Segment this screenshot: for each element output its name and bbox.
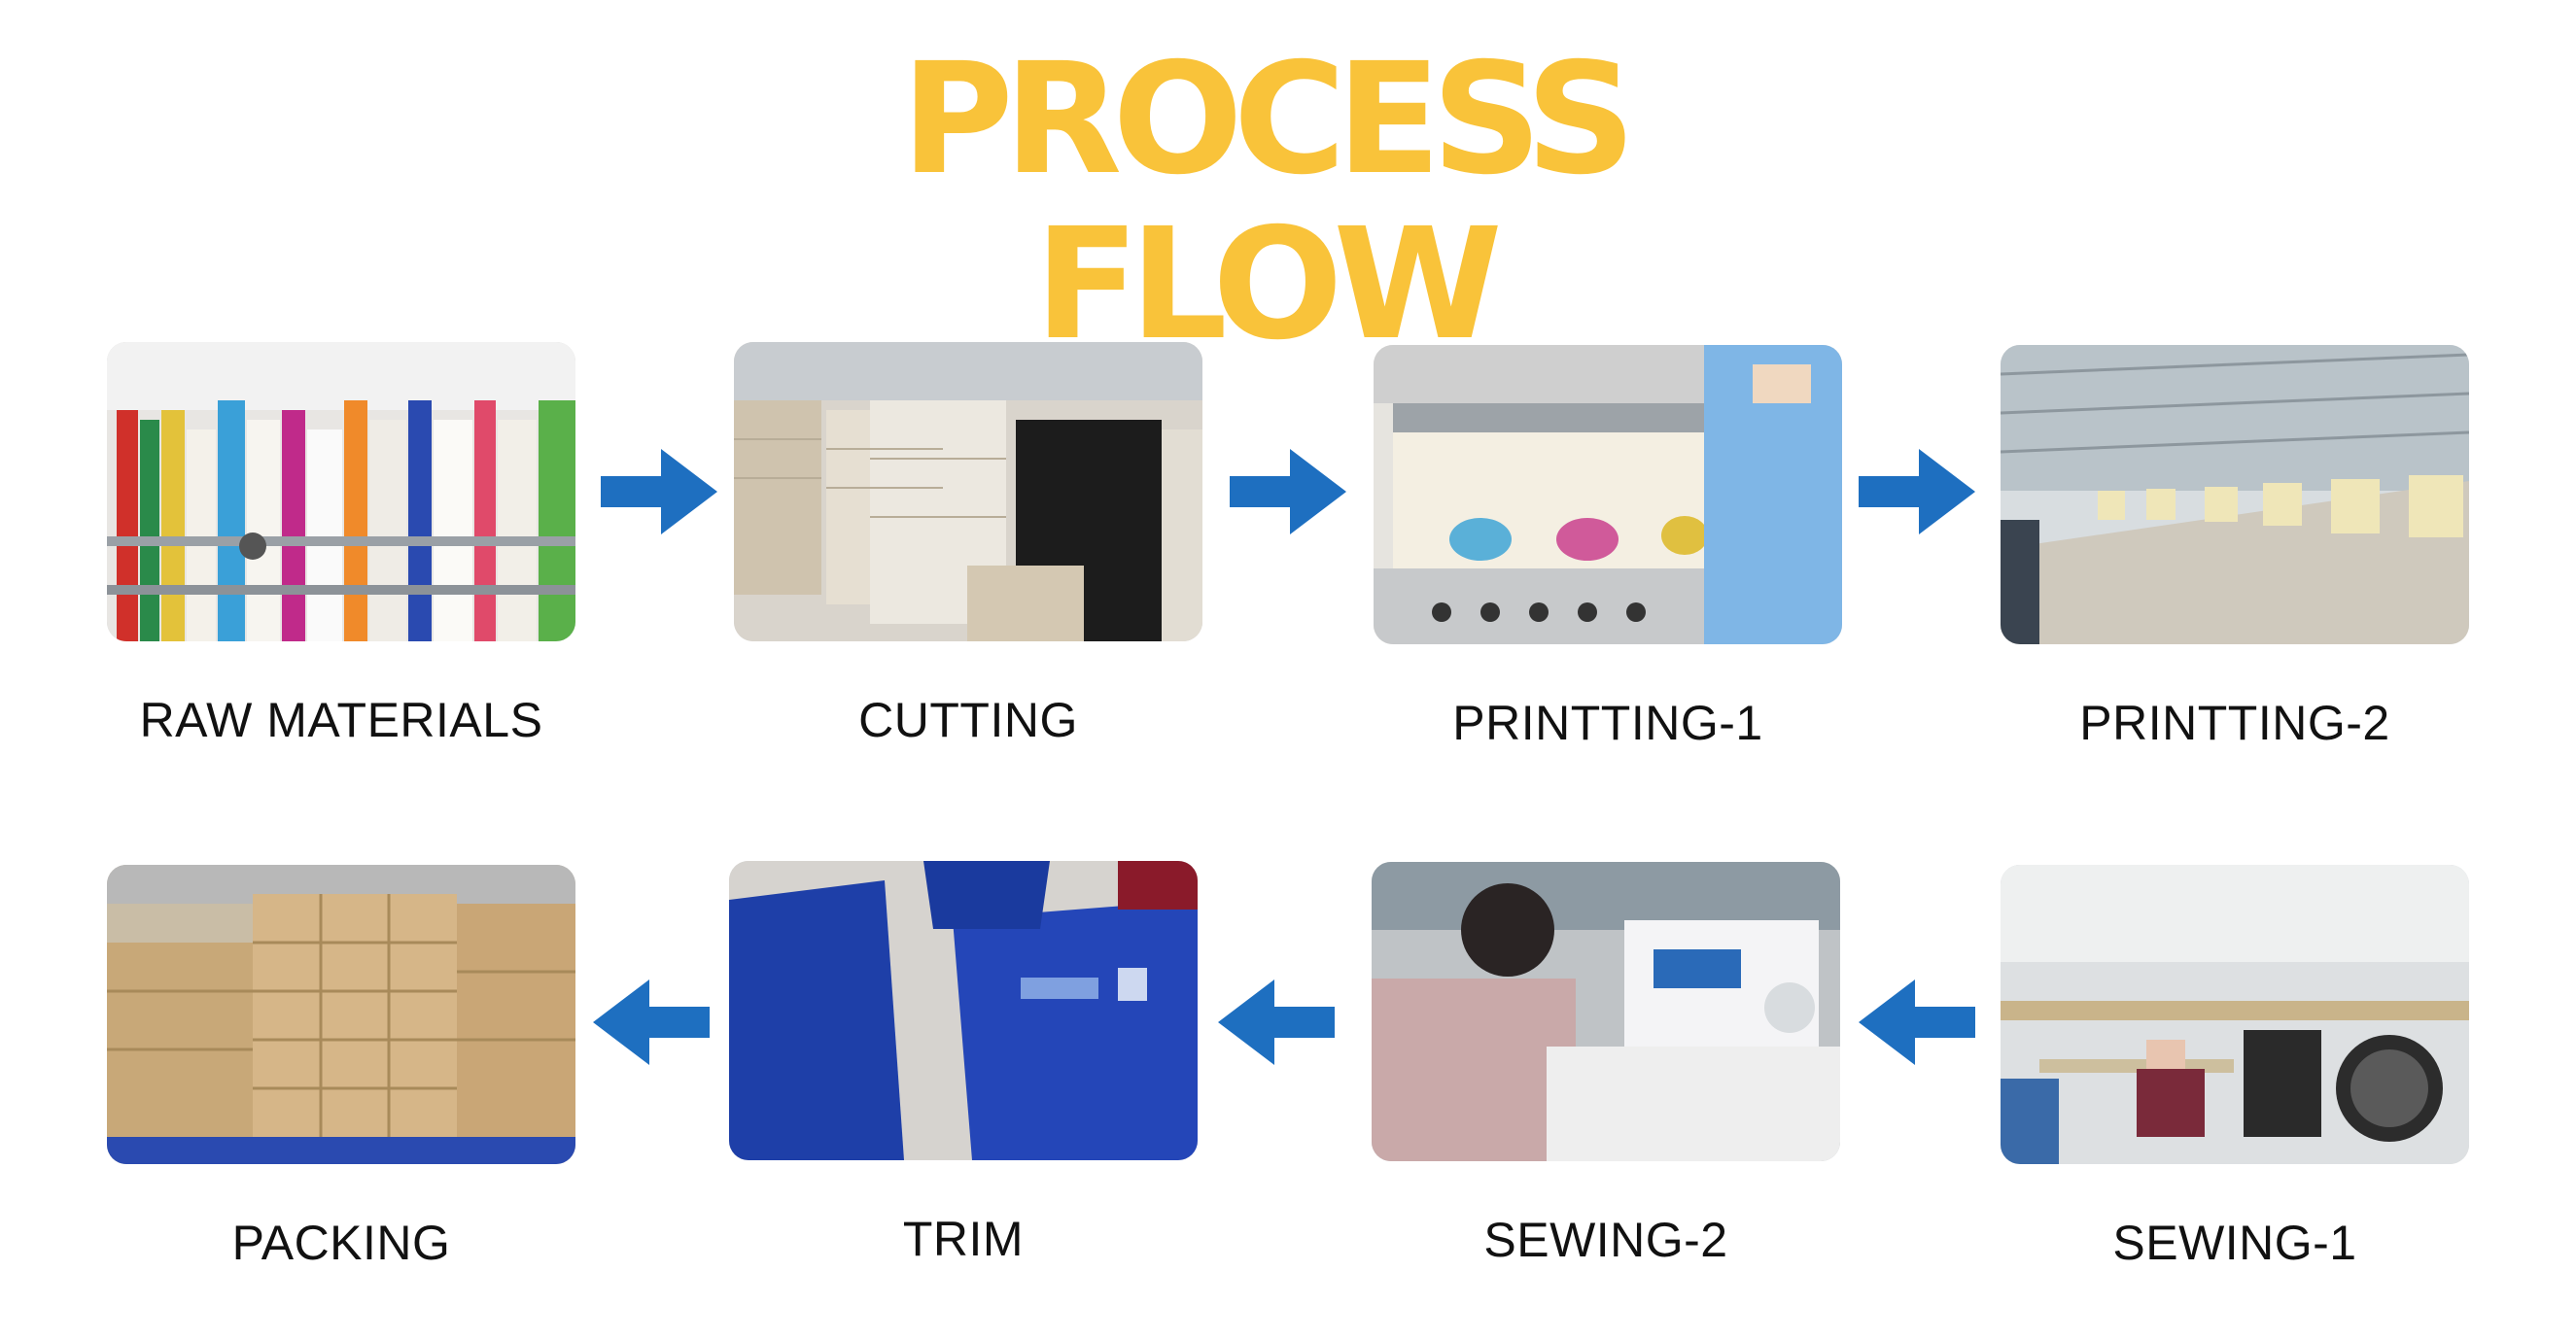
printing-2-photo [2001, 345, 2469, 644]
step-label: PRINTTING-1 [1452, 696, 1763, 750]
arrow-right-icon [1230, 449, 1346, 534]
blue-bags-image [729, 861, 1198, 1160]
step-label: SEWING-1 [2112, 1216, 2357, 1270]
sewing-machine-image [1372, 862, 1840, 1161]
step-label: CUTTING [858, 693, 1078, 747]
sewing-workshop-image [2001, 865, 2469, 1164]
step-label: PACKING [231, 1216, 451, 1270]
printing-1-photo [1374, 345, 1842, 644]
arrow-right-icon [1859, 449, 1975, 534]
printing-line-image [2001, 345, 2469, 644]
arrow-left-icon [1218, 979, 1335, 1065]
step-label: PRINTTING-2 [2079, 696, 2390, 750]
carton-boxes-image [107, 865, 575, 1164]
step-label: SEWING-2 [1483, 1213, 1728, 1267]
printing-machine-image [1374, 345, 1842, 644]
step-label: RAW MATERIALS [139, 693, 543, 747]
arrow-right-icon [601, 449, 717, 534]
cutting-photo [734, 342, 1202, 641]
fabric-rolls-image [107, 342, 575, 641]
sewing-1-photo [2001, 865, 2469, 1164]
raw-materials-photo [107, 342, 575, 641]
trim-photo [729, 861, 1198, 1160]
arrow-left-icon [593, 979, 710, 1065]
sewing-2-photo [1372, 862, 1840, 1161]
packing-photo [107, 865, 575, 1164]
cut-fabric-stacks-image [734, 342, 1202, 641]
page-title: PROCESS FLOW [900, 30, 1636, 374]
step-label: TRIM [902, 1212, 1025, 1266]
arrow-left-icon [1859, 979, 1975, 1065]
